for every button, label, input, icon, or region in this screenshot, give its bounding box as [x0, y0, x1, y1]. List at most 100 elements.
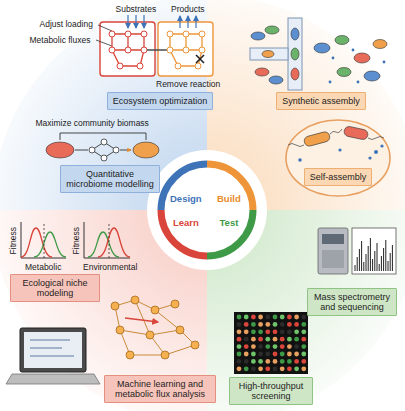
- metabolic-network-figure-part-part: [125, 31, 131, 37]
- flux-network-figure-part-part: [191, 341, 199, 349]
- screening-plate-part-part: [237, 366, 242, 371]
- screening-plate-part: [237, 315, 307, 372]
- self-assembly-figure-part: [303, 126, 369, 148]
- mass-spectrometer-figure-part-part: [385, 240, 386, 271]
- metabolic-network-figure-part-part: [199, 47, 205, 53]
- screening-plate-part-part: [258, 329, 263, 334]
- callout-label: Remove reaction: [156, 80, 220, 89]
- screening-plate-part-part: [237, 337, 242, 342]
- flux-label: Substrates: [116, 5, 157, 14]
- metabolic-network-figure-part-part: [196, 55, 204, 63]
- community-model-figure-part-part: [89, 147, 95, 153]
- metabolic-network-figure-part-part: [195, 63, 201, 69]
- flux-network-figure-part: [125, 318, 158, 322]
- screening-plate-part-part: [301, 359, 306, 364]
- self-assembly-figure-part-part: [288, 144, 304, 147]
- screening-plate-part-part: [244, 329, 249, 334]
- screening-plate-part-part: [301, 315, 306, 320]
- fitness-plots-part: [21, 222, 66, 258]
- synthetic-assembly-figure-part-part: [314, 43, 330, 53]
- mass-spectrometer-figure-part-part: [390, 253, 391, 271]
- fitness-plots-part: [109, 224, 110, 258]
- screening-plate-part-part: [237, 359, 242, 364]
- screening-plate-part-part: [294, 315, 299, 320]
- flux-network-figure-part-part: [111, 302, 119, 310]
- laptop-figure-part-part: [30, 347, 62, 349]
- synthetic-assembly-figure-part-part: [332, 57, 335, 60]
- self-assembly-figure-part-part: [380, 144, 383, 147]
- axis-label: Environmental: [83, 263, 137, 272]
- screening-plate-part-part: [294, 329, 299, 334]
- metabolic-network-figure-part-part: [195, 16, 196, 28]
- synthetic-assembly-figure-part-part: [335, 36, 349, 45]
- box-text: Mass spectrometry and sequencing: [313, 292, 391, 313]
- screening-plate-part-part: [237, 315, 242, 320]
- synthetic-assembly-figure-part-part: [373, 40, 387, 49]
- self-assembly-figure-part-part: [374, 150, 378, 154]
- synthetic-assembly-figure-part-part: [251, 32, 265, 40]
- metabolic-network-figure-part-part: [175, 63, 181, 69]
- self-assembly-figure-part-part: [303, 131, 331, 147]
- cycle-stage: Design: [170, 194, 202, 204]
- metabolic-network-figure-part-part: [135, 15, 136, 28]
- metabolic-network-figure-part-part: [109, 47, 115, 53]
- synthetic-assembly-figure-part-part: [383, 61, 386, 64]
- metabolic-network-figure-part-part: [167, 31, 173, 37]
- synthetic-assembly-figure-part-part: [364, 71, 380, 81]
- fitness-plots-part: [34, 232, 66, 257]
- fitness-plots-part: [44, 224, 45, 258]
- laptop-figure-part-part: [30, 339, 70, 341]
- screening-plate-part-part: [265, 329, 270, 334]
- cycle-stage: Learn: [173, 218, 199, 228]
- self-assembly-figure-part-part: [298, 158, 302, 162]
- synthetic-assembly-figure-part-part: [352, 49, 355, 52]
- screening-plate-part-part: [251, 337, 256, 342]
- flux-network-figure-part-part: [115, 300, 195, 355]
- synthetic-assembly-figure-part-part: [357, 81, 360, 84]
- screening-plate-part-part: [273, 352, 278, 357]
- screening-plate-part-part: [280, 366, 285, 371]
- community-model-figure-part-part: [75, 150, 88, 151]
- screening-plate-part-part: [258, 337, 263, 342]
- synthetic-assembly-figure: [250, 18, 387, 90]
- metabolic-network-figure-part-part: [112, 34, 144, 66]
- metabolic-network-figure-part-part: [96, 40, 112, 46]
- screening-plate-part-part: [301, 344, 306, 349]
- self-assembly-figure-part-part: [330, 129, 342, 134]
- mass-spectrometer-figure-part-part: [359, 249, 360, 271]
- box-text: Quantitative microbiome modelling: [66, 169, 154, 190]
- background-fans-part: [207, 0, 405, 210]
- screening-plate-part: [234, 312, 308, 374]
- box-text: Synthetic assembly: [282, 96, 360, 106]
- screening-plate-part-part: [301, 322, 306, 327]
- screening-plate-part-part: [287, 352, 292, 357]
- community-model-figure-part-part: [120, 150, 131, 151]
- mass-spectrometer-figure-part: [322, 250, 344, 268]
- mass-spectrometer-figure-part: [322, 234, 344, 244]
- box-text: Self-assembly: [310, 172, 367, 182]
- flux-network-figure-part-part: [146, 331, 154, 339]
- synthetic-assembly-figure-part: [251, 26, 387, 84]
- screening-plate-part-part: [294, 344, 299, 349]
- box-text: High-throughput screening: [235, 381, 307, 402]
- mass-spectrometer-figure-part-part: [368, 246, 369, 271]
- screening-plate-part-part: [294, 337, 299, 342]
- community-model-figure-part: [89, 139, 119, 161]
- screening-plate-part-part: [265, 322, 270, 327]
- screening-plate-part-part: [237, 322, 242, 327]
- screening-plate-part-part: [273, 337, 278, 342]
- mass-spectrometer-figure-part-part: [357, 257, 358, 271]
- screening-plate-part-part: [258, 322, 263, 327]
- laptop-figure: [6, 328, 100, 384]
- screening-plate-part-part: [273, 329, 278, 334]
- metabolic-network-figure-part: [167, 31, 205, 69]
- screening-plate-part-part: [251, 315, 256, 320]
- screening-plate-part-part: [237, 344, 242, 349]
- build-box: Self-assembly: [304, 168, 373, 186]
- synthetic-assembly-figure-part-part: [265, 26, 279, 34]
- fitness-plots-part: [84, 222, 130, 258]
- metabolic-network-figure-part-part: [183, 47, 189, 53]
